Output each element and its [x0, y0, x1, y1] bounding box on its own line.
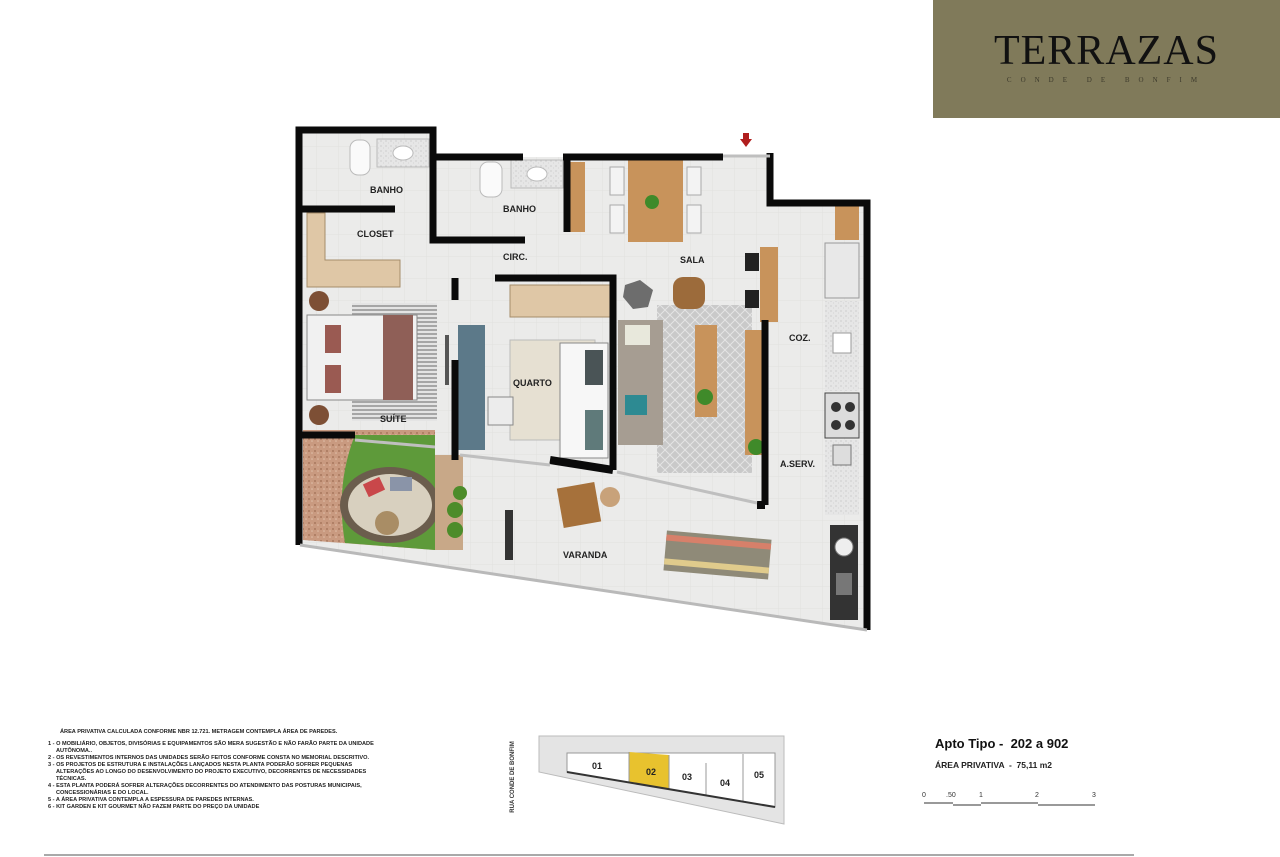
street-label-text: RUA CONDE DE BONFIM — [510, 741, 516, 813]
unit-03: 03 — [682, 772, 693, 782]
apartment-type-title: Apto Tipo - 202 a 902 — [935, 736, 1069, 751]
scale-tick: 3 — [1092, 792, 1096, 799]
room-label-sala: SALA — [680, 255, 705, 265]
unit-01: 01 — [592, 761, 603, 771]
entry-arrow-icon — [740, 139, 752, 147]
unit-04: 04 — [720, 778, 731, 788]
footer-divider — [44, 854, 1134, 856]
unit-02-highlighted: 02 — [646, 767, 657, 777]
room-label-banho-social: BANHO — [503, 204, 536, 214]
notes-header: ÁREA PRIVATIVA CALCULADA CONFORME NBR 12… — [60, 729, 338, 735]
floor-plan-drawing — [295, 126, 871, 632]
private-area-label: ÁREA PRIVATIVA - 75,11 m2 — [935, 760, 1052, 770]
note-item: 6 - KIT GARDEN E KIT GOURMET NÃO FAZEM P… — [48, 804, 260, 810]
note-item: 5 - A ÁREA PRIVATIVA CONTEMPLA A ESPESSU… — [48, 797, 254, 803]
street-label: RUA CONDE DE BONFIM — [503, 735, 523, 819]
room-label-coz: COZ. — [789, 333, 811, 343]
scale-tick: 1 — [979, 792, 983, 799]
room-label-varanda: VARANDA — [563, 550, 608, 560]
brand-logo-box: TERRAZAS CONDE DE BONFIM — [933, 0, 1280, 118]
note-item: 1 - O MOBILIÁRIO, OBJETOS, DIVISÓRIAS E … — [48, 741, 374, 754]
room-label-circ: CIRC. — [503, 252, 528, 262]
scale-bar: 0 .50 1 2 3 — [922, 792, 1102, 812]
notes-block: ÁREA PRIVATIVA CALCULADA CONFORME NBR 12… — [48, 729, 378, 811]
scale-tick: 0 — [922, 792, 926, 799]
brand-subtitle: CONDE DE BONFIM — [1006, 76, 1207, 84]
note-item: 3 - OS PROJETOS DE ESTRUTURA E INSTALAÇÕ… — [48, 762, 367, 782]
unit-05: 05 — [754, 770, 765, 780]
room-label-suite: SUÍTE — [380, 414, 407, 424]
room-label-closet: CLOSET — [357, 229, 394, 239]
room-label-quarto: QUARTO — [513, 378, 552, 388]
entry-arrow-stem — [743, 133, 749, 139]
brand-title: TERRAZAS — [993, 28, 1219, 74]
scale-tick: .50 — [946, 792, 956, 799]
key-plan: 01 02 03 04 05 — [536, 732, 786, 827]
floor-plan: BANHO BANHO CLOSET CIRC. SALA SUÍTE QUAR… — [295, 125, 875, 635]
note-item: 2 - OS REVESTIMENTOS INTERNOS DAS UNIDAD… — [48, 755, 370, 761]
scale-tick: 2 — [1035, 792, 1039, 799]
room-label-aserv: A.SERV. — [780, 459, 816, 469]
note-item: 4 - ESTA PLANTA PODERÁ SOFRER ALTERAÇÕES… — [48, 783, 362, 796]
room-label-banho-suite: BANHO — [370, 185, 403, 195]
